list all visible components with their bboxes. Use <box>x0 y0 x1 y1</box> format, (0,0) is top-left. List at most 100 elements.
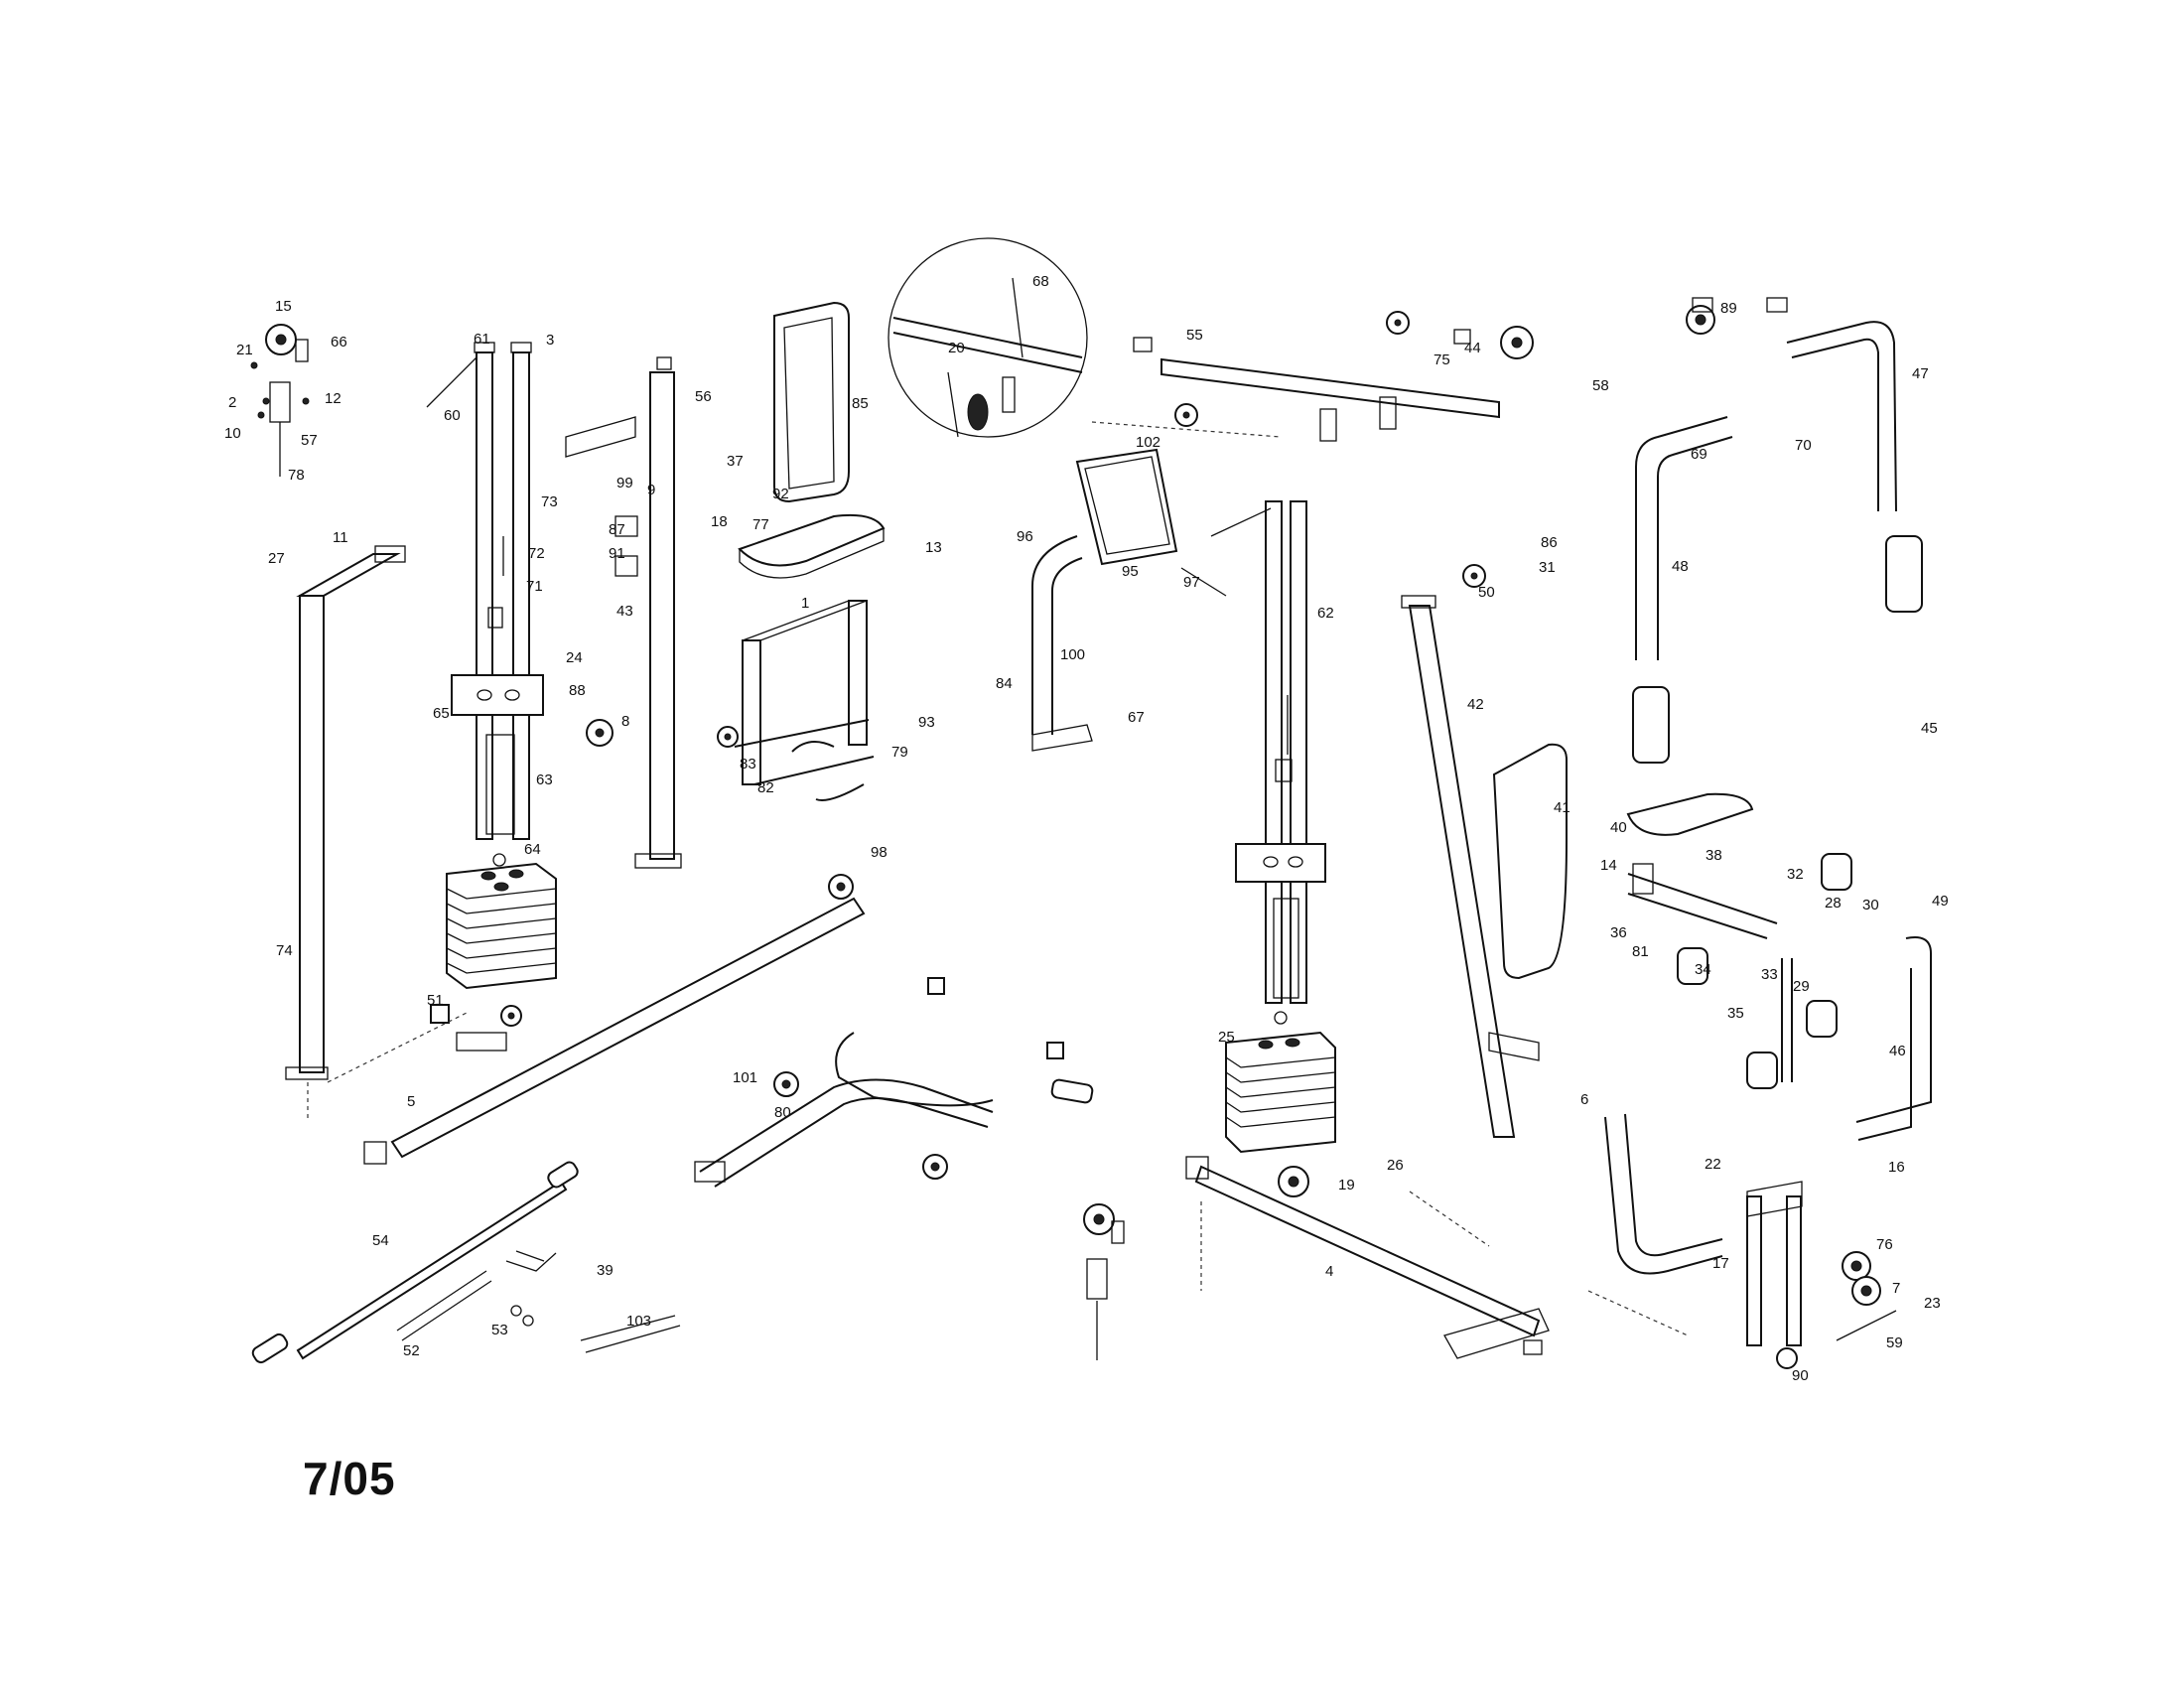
part-callout-78: 78 <box>288 467 305 484</box>
part-callout-29: 29 <box>1793 978 1810 995</box>
part-callout-46: 46 <box>1889 1043 1906 1059</box>
part-callout-25: 25 <box>1218 1029 1235 1046</box>
part-callout-42: 42 <box>1467 696 1484 713</box>
upright-post-74 <box>285 545 406 1122</box>
part-callout-62: 62 <box>1317 605 1334 622</box>
top-beam-55 <box>1091 311 1534 442</box>
front-upright-56 <box>565 356 682 869</box>
part-callout-35: 35 <box>1727 1005 1744 1022</box>
base-frame-5 <box>327 874 866 1165</box>
part-callout-80: 80 <box>774 1104 791 1121</box>
part-callout-10: 10 <box>224 425 241 442</box>
back-pad-85 <box>773 301 850 503</box>
part-callout-76: 76 <box>1876 1236 1893 1253</box>
weight-stack-left <box>446 862 557 990</box>
part-callout-2: 2 <box>228 394 236 411</box>
part-callout-75: 75 <box>1433 351 1450 368</box>
part-callout-92: 92 <box>772 486 789 502</box>
part-callout-56: 56 <box>695 388 712 405</box>
part-callout-24: 24 <box>566 649 583 666</box>
part-callout-93: 93 <box>918 714 935 731</box>
arm-assembly-47-48 <box>1632 297 1923 764</box>
part-callout-58: 58 <box>1592 377 1609 394</box>
preacher-curl-pad <box>1031 448 1227 752</box>
seat-13-right-and-leg-developer <box>1626 792 1932 1141</box>
part-callout-66: 66 <box>331 334 347 351</box>
part-callout-15: 15 <box>275 298 292 315</box>
part-callout-52: 52 <box>403 1342 420 1359</box>
part-callout-98: 98 <box>871 844 887 861</box>
part-callout-40: 40 <box>1610 819 1627 836</box>
part-callout-41: 41 <box>1554 799 1570 816</box>
detail-inset-circle <box>887 237 1088 438</box>
part-callout-67: 67 <box>1128 709 1145 726</box>
pulley-assembly-bottom <box>1083 1203 1125 1360</box>
part-callout-26: 26 <box>1387 1157 1404 1174</box>
part-callout-96: 96 <box>1017 528 1033 545</box>
part-callout-72: 72 <box>528 545 545 562</box>
part-callout-55: 55 <box>1186 327 1203 344</box>
part-callout-6: 6 <box>1580 1091 1588 1108</box>
part-callout-8: 8 <box>621 713 629 730</box>
part-callout-73: 73 <box>541 493 558 510</box>
seat-13-left <box>738 513 886 579</box>
date-code: 7/05 <box>303 1453 396 1504</box>
part-callout-74: 74 <box>276 942 293 959</box>
back-upright-42 <box>1401 564 1568 1138</box>
part-callout-44: 44 <box>1464 340 1481 356</box>
part-callout-9: 9 <box>647 482 655 498</box>
part-callout-68: 68 <box>1032 273 1049 290</box>
part-callout-37: 37 <box>727 453 744 470</box>
part-callout-83: 83 <box>740 756 756 772</box>
part-callout-20: 20 <box>948 340 965 356</box>
part-callout-59: 59 <box>1886 1334 1903 1351</box>
part-callout-31: 31 <box>1539 559 1556 576</box>
part-callout-101: 101 <box>733 1069 757 1086</box>
part-callout-1: 1 <box>801 595 809 612</box>
part-callout-49: 49 <box>1932 893 1949 910</box>
center-weight-tower <box>1210 500 1326 1025</box>
part-callout-102: 102 <box>1136 434 1160 451</box>
part-callout-50: 50 <box>1478 584 1495 601</box>
part-callout-21: 21 <box>236 342 253 358</box>
part-callout-103: 103 <box>626 1313 651 1330</box>
part-callout-57: 57 <box>301 432 318 449</box>
part-callout-30: 30 <box>1862 897 1879 913</box>
left-weight-tower <box>426 342 544 867</box>
part-callout-63: 63 <box>536 772 553 788</box>
part-callout-65: 65 <box>433 705 450 722</box>
part-callout-4: 4 <box>1325 1263 1333 1280</box>
part-callout-91: 91 <box>609 545 625 562</box>
part-callout-99: 99 <box>616 475 633 491</box>
part-callout-82: 82 <box>757 779 774 796</box>
part-callout-70: 70 <box>1795 437 1812 454</box>
part-callout-32: 32 <box>1787 866 1804 883</box>
part-callout-48: 48 <box>1672 558 1689 575</box>
part-callout-54: 54 <box>372 1232 389 1249</box>
part-callout-39: 39 <box>597 1262 614 1279</box>
part-callout-36: 36 <box>1610 924 1627 941</box>
part-callout-23: 23 <box>1924 1295 1941 1312</box>
part-callout-22: 22 <box>1705 1156 1721 1173</box>
part-callout-11: 11 <box>333 529 348 546</box>
part-callout-28: 28 <box>1825 895 1842 912</box>
part-callout-3: 3 <box>546 332 554 349</box>
part-callout-100: 100 <box>1060 646 1085 663</box>
accessories <box>251 1161 681 1364</box>
part-callout-47: 47 <box>1912 365 1929 382</box>
part-callout-33: 33 <box>1761 966 1778 983</box>
part-callout-88: 88 <box>569 682 586 699</box>
part-callout-95: 95 <box>1122 563 1139 580</box>
lower-frame-46 <box>1587 1113 1897 1369</box>
part-callout-89: 89 <box>1720 300 1737 317</box>
part-callout-38: 38 <box>1706 847 1722 864</box>
part-callout-77: 77 <box>752 516 769 533</box>
part-callout-34: 34 <box>1695 961 1711 978</box>
part-callout-18: 18 <box>711 513 728 530</box>
part-callout-17: 17 <box>1712 1255 1729 1272</box>
part-callout-43: 43 <box>616 603 633 620</box>
part-callout-86: 86 <box>1541 534 1558 551</box>
part-callout-12: 12 <box>325 390 341 407</box>
